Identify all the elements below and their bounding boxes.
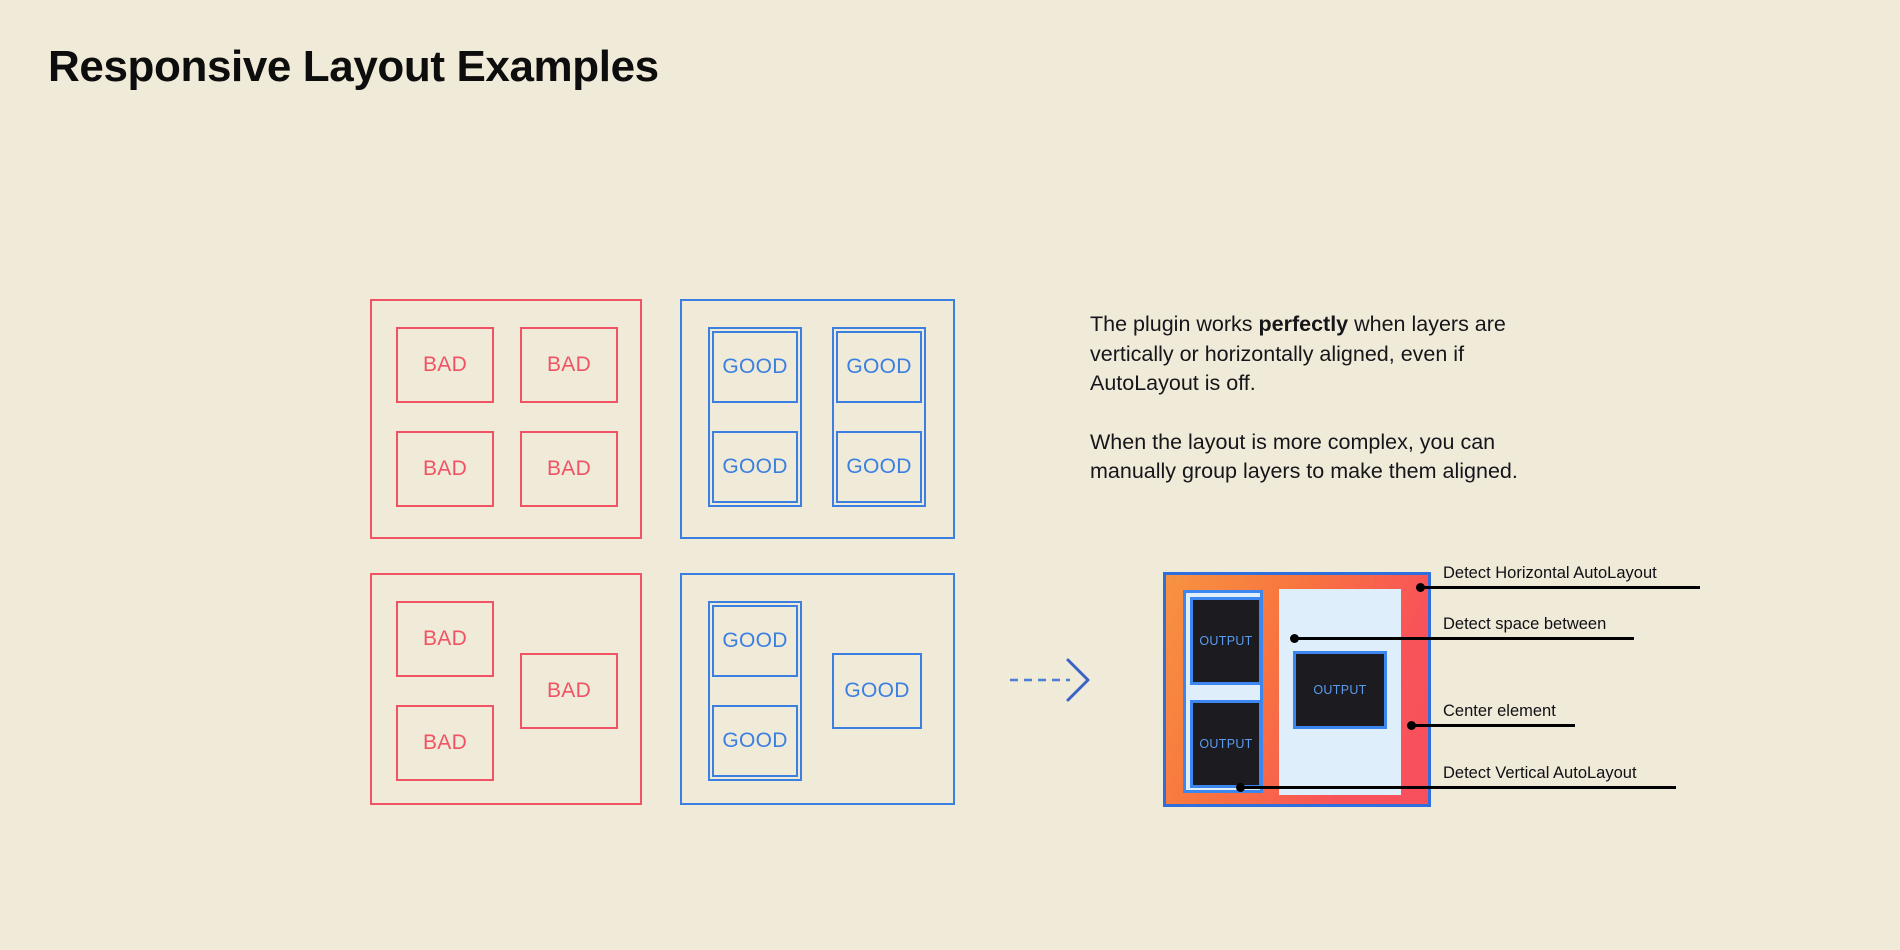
annotation-label-horizontal-autolayout: Detect Horizontal AutoLayout [1443,564,1657,582]
bad-complex-cell: BAD [520,653,618,729]
output-box: OUTPUT [1190,597,1262,685]
good-complex-group-left [708,601,802,781]
good-complex-cell: GOOD [832,653,922,729]
output-box: OUTPUT [1293,651,1387,729]
result-left-column: OUTPUT OUTPUT [1183,590,1263,793]
good-complex-cell: GOOD [712,705,798,777]
annotation-leader-vertical-autolayout [1240,786,1676,789]
output-box: OUTPUT [1190,700,1262,788]
bad-grid-cell: BAD [396,327,494,403]
annotation-leader-center-element [1411,724,1575,727]
annotation-leader-horizontal-autolayout [1420,586,1700,589]
bad-grid-cell: BAD [520,431,618,507]
annotation-label-center-element: Center element [1443,702,1556,720]
result-diagram: OUTPUT OUTPUT OUTPUT [1163,572,1431,807]
good-grid-cell: GOOD [836,331,922,403]
bad-grid-cell: BAD [396,431,494,507]
description-p1-part2: when layers are vertically or horizontal… [1090,312,1506,395]
description-paragraph-2: When the layout is more complex, you can… [1090,429,1518,484]
bad-complex-panel: BAD BAD BAD [370,573,642,805]
good-complex-cell: GOOD [712,605,798,677]
annotation-label-vertical-autolayout: Detect Vertical AutoLayout [1443,764,1637,782]
page-title: Responsive Layout Examples [48,42,659,91]
annotation-label-space-between: Detect space between [1443,615,1607,633]
description-paragraph-1: The plugin works perfectly when layers a… [1090,310,1560,399]
description-text: The plugin works perfectly when layers a… [1090,310,1560,487]
good-grid-group-right [832,327,926,507]
arrow-head [1066,658,1090,702]
description-p1-part1: The plugin works [1090,312,1259,336]
good-grid-cell: GOOD [712,331,798,403]
good-grid-group-left [708,327,802,507]
dashed-right-arrow-icon [1010,658,1090,702]
bad-grid-cell: BAD [520,327,618,403]
paragraph-spacer [1090,399,1560,428]
good-grid-cell: GOOD [712,431,798,503]
bad-complex-cell: BAD [396,601,494,677]
annotation-leader-space-between [1294,637,1634,640]
good-complex-panel: GOOD GOOD GOOD [680,573,955,805]
description-p1-bold: perfectly [1258,312,1349,336]
good-grid-cell: GOOD [836,431,922,503]
bad-complex-cell: BAD [396,705,494,781]
bad-grid-panel: BAD BAD BAD BAD [370,299,642,539]
good-grid-panel: GOOD GOOD GOOD GOOD [680,299,955,539]
